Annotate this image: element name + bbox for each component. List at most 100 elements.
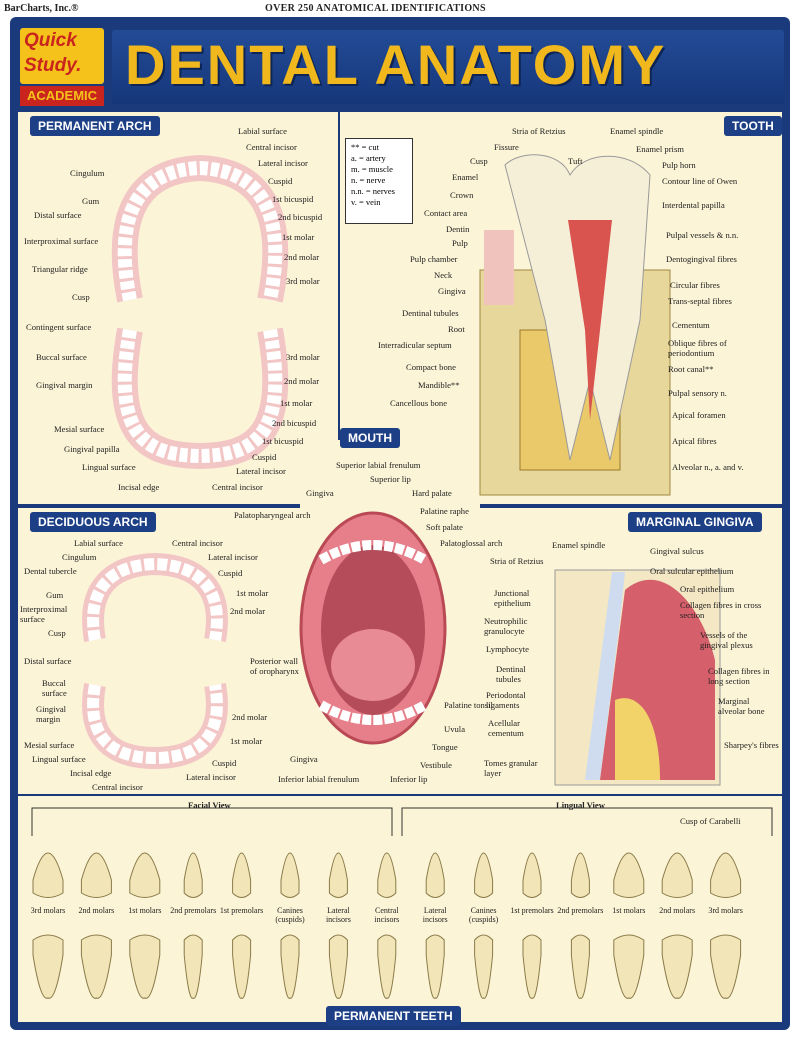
label: 2nd molar — [284, 252, 320, 262]
label: 1st bicuspid — [272, 194, 314, 204]
upper-tooth — [328, 852, 348, 898]
logo-quick: Quick — [24, 30, 77, 51]
upper-tooth — [129, 852, 161, 898]
tooth-name: Lateral incisors — [325, 906, 351, 924]
lower-tooth — [425, 934, 445, 999]
label: Superior lip — [370, 474, 411, 484]
label: Incisal edge — [118, 482, 160, 492]
top-strip: BarCharts, Inc.® OVER 250 ANATOMICAL IDE… — [0, 0, 800, 18]
label: Lateral incisor — [258, 158, 308, 168]
label: Sharpey's fibres — [724, 740, 779, 750]
view-brackets — [31, 807, 773, 836]
label: Enamel prism — [636, 144, 684, 154]
label: 2nd molar — [230, 606, 266, 616]
tooth-name: 3rd molars — [708, 906, 743, 915]
tooth-name: 2nd premolars — [557, 906, 604, 915]
lower-tooth — [232, 934, 252, 999]
label: Collagen fibres in long section — [708, 666, 770, 686]
label: Lingual surface — [82, 462, 136, 472]
tooth-name: 1st molars — [128, 906, 162, 915]
label: Lingual surface — [32, 754, 86, 764]
label: 1st bicuspid — [262, 436, 304, 446]
deciduous-lower-arch-illustration — [82, 683, 228, 770]
lower-tooth — [280, 934, 300, 999]
label: Gingival margin — [36, 380, 93, 390]
label: Pulpal vessels & n.n. — [666, 230, 739, 240]
title-banner — [112, 30, 784, 104]
label: 3rd molar — [286, 352, 320, 362]
tooth-name: Canines (cuspids) — [275, 906, 305, 924]
label: Palatine raphe — [420, 506, 469, 516]
lower-tooth — [32, 934, 64, 999]
abbreviation-legend: ** = cut a. = artery m. = muscle n. = ne… — [345, 138, 413, 224]
label: Labial surface — [238, 126, 287, 136]
lower-permanent-arch-illustration — [111, 327, 289, 470]
marginal-gingiva-illustration — [554, 569, 721, 786]
label: Tongue — [432, 742, 458, 752]
label: Lateral incisor — [186, 772, 236, 782]
label: 1st molar — [236, 588, 269, 598]
upper-tooth — [710, 852, 742, 898]
label: Tomes granular layer — [484, 758, 538, 778]
lower-tooth — [710, 934, 742, 999]
label: Oral sulcular epithelium — [650, 566, 734, 576]
label: Dentogingival fibres — [666, 254, 737, 264]
page-title: DENTAL ANATOMY — [125, 33, 667, 96]
label: Gingival margin — [36, 704, 67, 724]
section-permanent-teeth: PERMANENT TEETH — [326, 1006, 461, 1026]
label: Lymphocyte — [486, 644, 529, 654]
label: Interproximal surface — [24, 236, 99, 246]
label: Pulp chamber — [410, 254, 458, 264]
label: Pulpal sensory n. — [668, 388, 727, 398]
quickstudy-logo: Quick Study. ACADEMIC — [20, 28, 104, 106]
label: Stria of Retzius — [490, 556, 544, 566]
label: Central incisor — [212, 482, 263, 492]
lower-tooth — [570, 934, 590, 999]
upper-tooth — [280, 852, 300, 898]
logo-academic: ACADEMIC — [20, 86, 104, 106]
upper-tooth — [570, 852, 590, 898]
tooth-name: 3rd molars — [30, 906, 66, 915]
label: Palatoglossal arch — [440, 538, 503, 548]
label: Root canal** — [668, 364, 714, 374]
section-marginal-gingiva: MARGINAL GINGIVA — [628, 512, 762, 532]
teeth-row-illustration — [32, 852, 742, 999]
open-mouth-illustration — [299, 511, 447, 745]
lower-tooth — [80, 934, 112, 999]
upper-tooth — [232, 852, 252, 898]
label: 2nd molar — [284, 376, 320, 386]
upper-tooth — [661, 852, 693, 898]
label: Inferior lip — [390, 774, 428, 784]
label: Cusp — [72, 292, 90, 302]
label: Periodontal ligaments — [486, 690, 526, 710]
label: Gingival sulcus — [650, 546, 704, 556]
facial-view-label: Facial View — [188, 800, 231, 810]
label: Dentinal tubules — [402, 308, 459, 318]
label: Interradicular septum — [378, 340, 452, 350]
section-permanent-arch: PERMANENT ARCH — [30, 116, 160, 136]
label: Central incisor — [246, 142, 297, 152]
label: Circular fibres — [670, 280, 720, 290]
lower-tooth — [613, 934, 645, 999]
section-tooth: TOOTH — [724, 116, 782, 136]
cusp-of-carabelli-label: Cusp of Carabelli — [680, 816, 741, 826]
label: Vessels of the gingival plexus — [700, 630, 753, 650]
lower-tooth — [377, 934, 397, 999]
lower-tooth — [183, 934, 203, 999]
tooth-name: 1st premolars — [510, 906, 554, 915]
label: Enamel spindle — [552, 540, 606, 550]
label: Vestibule — [420, 760, 452, 770]
label: Cementum — [672, 320, 710, 330]
label: Dentin — [446, 224, 470, 234]
label: 3rd molar — [286, 276, 320, 286]
label: Cusp — [48, 628, 66, 638]
label: Neutrophilic granulocyte — [484, 616, 528, 636]
label: Root — [448, 324, 465, 334]
label: Uvula — [444, 724, 466, 734]
legend-item: ** = cut — [351, 142, 379, 152]
tooth-cross-section-illustration — [479, 154, 671, 496]
deciduous-upper-arch-illustration — [82, 552, 228, 642]
lower-tooth — [522, 934, 542, 999]
upper-tooth — [613, 852, 645, 898]
tooth-name: 1st molars — [612, 906, 646, 915]
